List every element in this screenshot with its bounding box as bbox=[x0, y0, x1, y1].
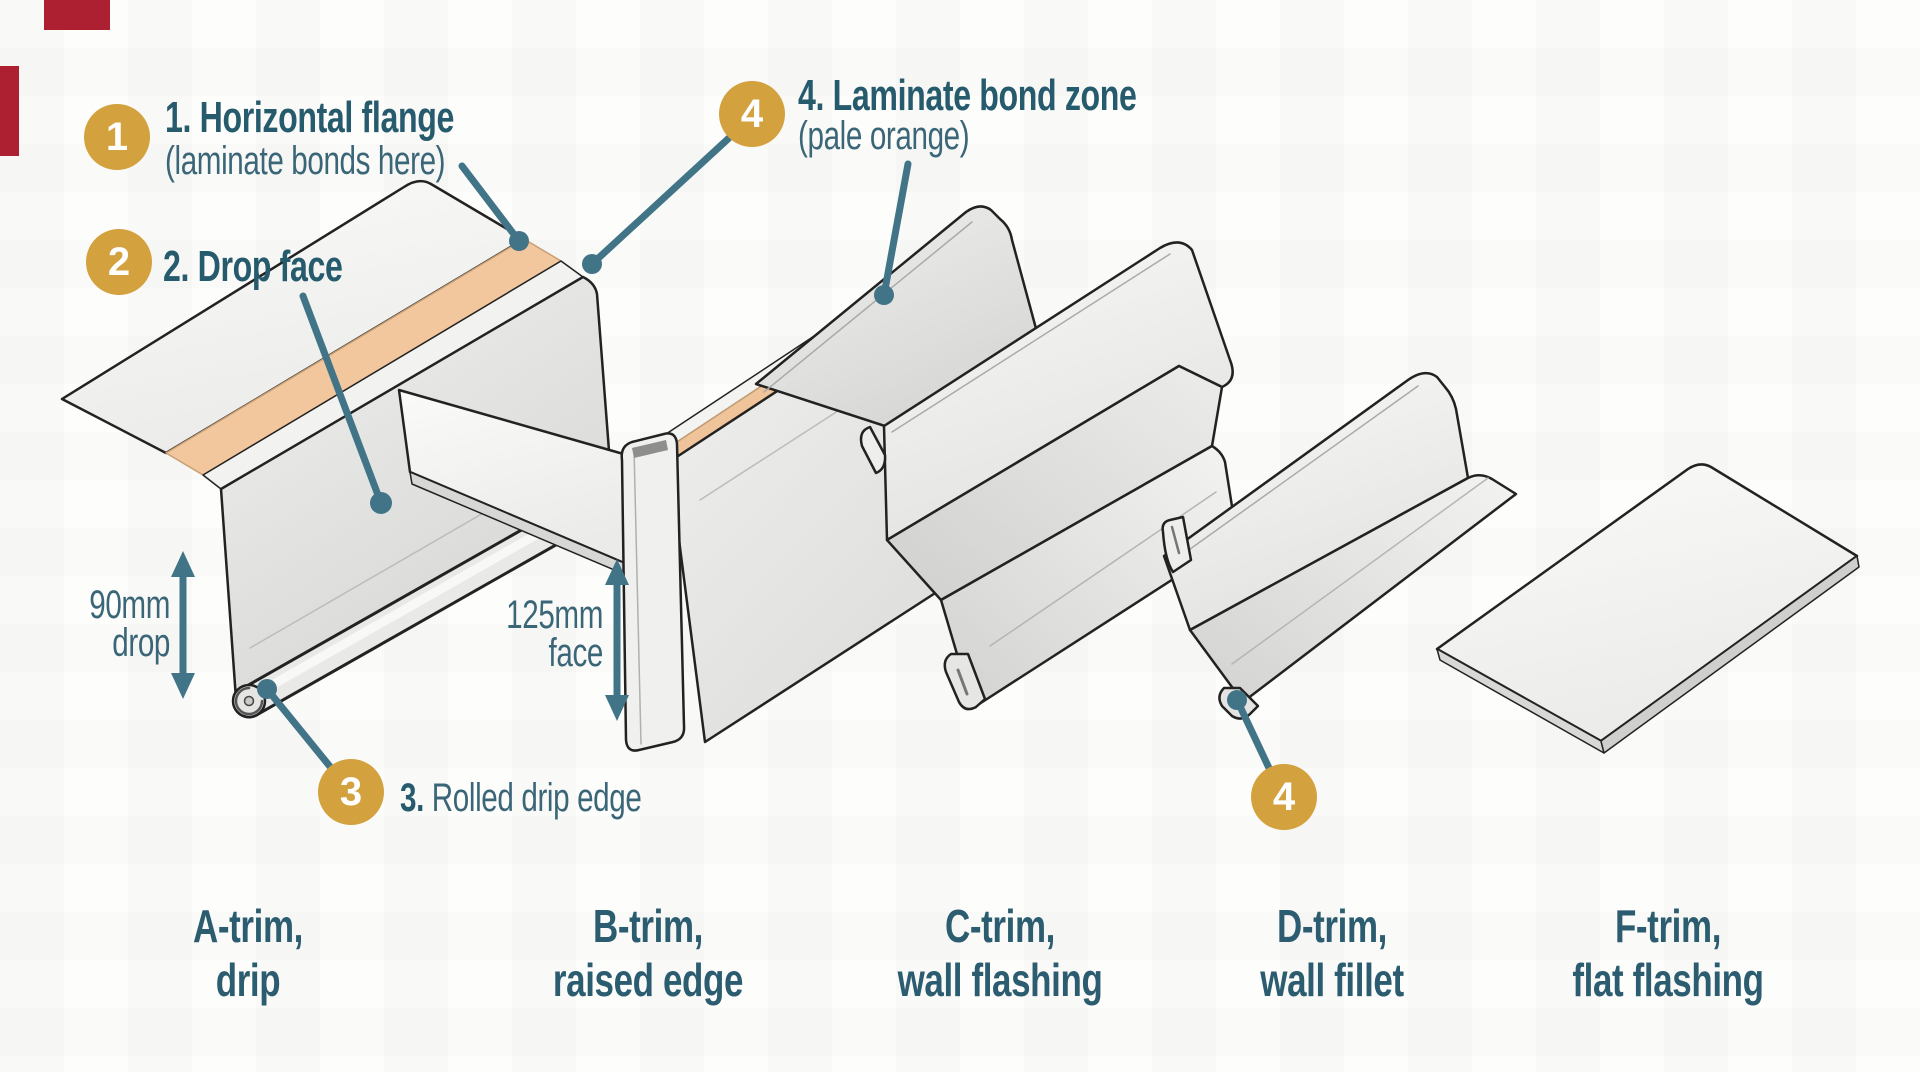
label-b-trim: B-trim, raised edge bbox=[496, 899, 800, 1007]
badge-2-number: 2 bbox=[107, 239, 131, 284]
leader-bond-zone-d bbox=[1233, 696, 1273, 772]
label-d-trim-type: wall fillet bbox=[1260, 954, 1404, 1006]
callout-3-label: 3. Rolled drip edge bbox=[400, 776, 642, 820]
label-c-trim-name: C-trim, bbox=[944, 900, 1055, 952]
b-trim-channel-line bbox=[633, 447, 642, 745]
label-f-trim-type: flat flashing bbox=[1572, 954, 1764, 1006]
label-c-trim: C-trim, wall flashing bbox=[848, 899, 1152, 1007]
c-trim-upper-wall-line bbox=[763, 221, 973, 393]
dimension-125mm: 125mm face bbox=[418, 593, 604, 675]
arrow-125mm-head-up bbox=[605, 559, 629, 585]
d-trim-wall bbox=[1162, 371, 1470, 632]
dimension-90mm: 90mm drop bbox=[44, 583, 170, 665]
callout-3-prefix: 3. bbox=[400, 776, 424, 820]
f-trim-profile bbox=[1435, 463, 1860, 754]
d-trim-flange-line bbox=[1231, 477, 1489, 665]
dot-drop-face bbox=[370, 492, 392, 514]
red-artifact-top bbox=[44, 0, 110, 30]
d-trim-profile bbox=[1161, 371, 1518, 720]
c-trim-profile bbox=[754, 205, 1239, 711]
leader-bond-zone-b bbox=[880, 160, 912, 299]
dimension-125mm-label: face bbox=[548, 631, 604, 675]
c-trim-lower-wall-line bbox=[891, 253, 1171, 433]
annotation-lines bbox=[171, 134, 1273, 773]
badge-2: 2 bbox=[86, 229, 152, 295]
b-trim-channel-slot bbox=[632, 440, 668, 458]
arrow-125mm-head-down bbox=[605, 695, 629, 721]
d-trim-bottom-flange bbox=[1188, 474, 1518, 704]
a-trim-drop-face bbox=[219, 275, 613, 701]
callout-4-title: 4. Laminate bond zone bbox=[798, 71, 1137, 120]
label-b-trim-name: B-trim, bbox=[592, 900, 703, 952]
dot-horizontal-flange bbox=[509, 231, 529, 251]
label-f-trim: F-trim, flat flashing bbox=[1516, 899, 1820, 1007]
f-trim-edge-right bbox=[1600, 555, 1860, 754]
badge-3: 3 bbox=[318, 759, 384, 825]
label-a-trim: A-trim, drip bbox=[96, 899, 400, 1007]
a-trim-horizontal-flange bbox=[60, 179, 526, 455]
d-trim-wall-line bbox=[1171, 385, 1419, 563]
c-trim-hook bbox=[859, 425, 887, 475]
badge-4-bottom: 4 bbox=[1251, 764, 1317, 830]
leader-bond-zone-a bbox=[588, 134, 733, 268]
badge-3-number: 3 bbox=[339, 769, 363, 814]
callout-4-sub: (pale orange) bbox=[798, 114, 970, 158]
b-trim-raised-edge-channel bbox=[620, 432, 686, 752]
leader-horizontal-flange bbox=[458, 162, 523, 245]
dot-bond-zone-a bbox=[582, 254, 602, 274]
badge-1: 1 bbox=[84, 104, 150, 170]
label-a-trim-type: drip bbox=[215, 954, 281, 1006]
c-trim-hem-shadow bbox=[956, 668, 969, 696]
label-d-trim-name: D-trim, bbox=[1276, 900, 1387, 952]
badge-4-bottom-number: 4 bbox=[1272, 774, 1296, 819]
c-trim-step bbox=[885, 364, 1224, 602]
dimension-90mm-value: 90mm bbox=[89, 583, 170, 627]
label-d-trim: D-trim, wall fillet bbox=[1180, 899, 1484, 1007]
dot-rolled-drip-edge bbox=[257, 679, 277, 699]
label-c-trim-type: wall flashing bbox=[897, 954, 1103, 1006]
dot-bond-zone-d bbox=[1227, 690, 1247, 710]
badge-4-top-number: 4 bbox=[740, 91, 764, 136]
red-artifact-left bbox=[0, 66, 19, 156]
label-b-trim-type: raised edge bbox=[552, 954, 744, 1006]
leader-rolled-drip-edge bbox=[263, 685, 336, 773]
dimension-90mm-label: drop bbox=[112, 621, 170, 665]
dimension-125mm-value: 125mm bbox=[506, 593, 603, 637]
f-trim-sheet bbox=[1435, 463, 1859, 743]
arrow-90mm-head-up bbox=[171, 551, 195, 577]
arrow-90mm-head-down bbox=[171, 673, 195, 699]
callout-2-title: 2. Drop face bbox=[163, 242, 343, 291]
callout-1-sub: (laminate bonds here) bbox=[165, 139, 446, 183]
callout-3-text: Rolled drip edge bbox=[423, 776, 642, 820]
badge-4-top: 4 bbox=[719, 81, 785, 147]
label-a-trim-name: A-trim, bbox=[192, 900, 303, 952]
leader-drop-face bbox=[299, 292, 385, 507]
d-trim-hook-slot bbox=[1170, 525, 1181, 555]
c-trim-hem-lip bbox=[943, 652, 987, 711]
badge-1-number: 1 bbox=[105, 114, 129, 159]
a-trim-spiral-center bbox=[243, 695, 255, 707]
a-trim-profile bbox=[60, 179, 634, 719]
callout-1-title: 1. Horizontal flange bbox=[165, 93, 454, 142]
dot-bond-zone-b bbox=[874, 285, 894, 305]
label-f-trim-name: F-trim, bbox=[1614, 900, 1722, 952]
a-trim-spiral-curl bbox=[234, 686, 264, 716]
